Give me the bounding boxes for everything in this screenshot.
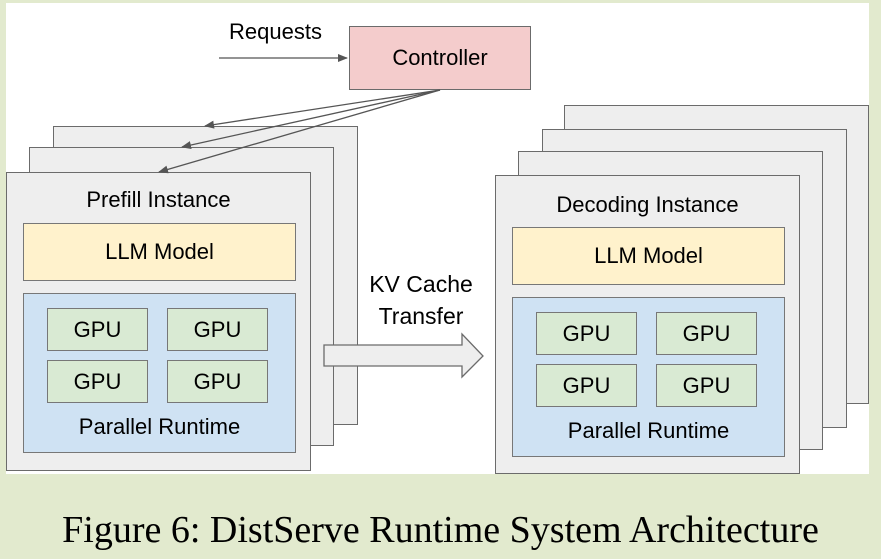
decoding-llm-model-label: LLM Model	[594, 243, 703, 268]
decoding-instance-title: Decoding Instance	[556, 192, 739, 217]
decoding-gpu-1: GPU	[536, 312, 637, 355]
gpu-label: GPU	[73, 368, 122, 394]
kv-cache-transfer-label: KV Cache Transfer	[350, 268, 492, 332]
gpu-label: GPU	[562, 372, 611, 398]
prefill-llm-model: LLM Model	[23, 223, 296, 281]
decoding-gpu-2: GPU	[656, 312, 757, 355]
controller-label: Controller	[392, 45, 488, 70]
prefill-gpu-3: GPU	[47, 360, 148, 403]
decoding-gpu-3: GPU	[536, 364, 637, 407]
decoding-gpu-4: GPU	[656, 364, 757, 407]
gpu-label: GPU	[562, 320, 611, 346]
gpu-label: GPU	[193, 368, 242, 394]
gpu-label: GPU	[682, 372, 731, 398]
decoding-parallel-runtime: GPU GPU GPU GPU Parallel Runtime	[512, 297, 785, 457]
gpu-label: GPU	[193, 316, 242, 342]
decoding-runtime-label: Parallel Runtime	[567, 418, 730, 443]
controller-box: Controller	[349, 26, 531, 90]
decoding-llm-model: LLM Model	[512, 227, 785, 285]
prefill-instance-title: Prefill Instance	[86, 187, 231, 212]
prefill-gpu-1: GPU	[47, 308, 148, 351]
prefill-gpu-4: GPU	[167, 360, 268, 403]
gpu-label: GPU	[682, 320, 731, 346]
gpu-label: GPU	[73, 316, 122, 342]
prefill-parallel-runtime: GPU GPU GPU GPU Parallel Runtime	[23, 293, 296, 453]
requests-label: Requests	[229, 19, 322, 44]
figure-caption: Figure 6: DistServe Runtime System Archi…	[62, 509, 819, 551]
kv-cache-label-line2: Transfer	[378, 303, 464, 329]
prefill-llm-model-label: LLM Model	[105, 239, 214, 264]
kv-cache-label-line1: KV Cache	[369, 271, 473, 297]
prefill-instance: Prefill Instance LLM Model GPU GPU GPU G…	[6, 172, 311, 471]
prefill-gpu-2: GPU	[167, 308, 268, 351]
prefill-runtime-label: Parallel Runtime	[78, 414, 241, 439]
decoding-instance: Decoding Instance LLM Model GPU GPU GPU …	[495, 175, 800, 474]
